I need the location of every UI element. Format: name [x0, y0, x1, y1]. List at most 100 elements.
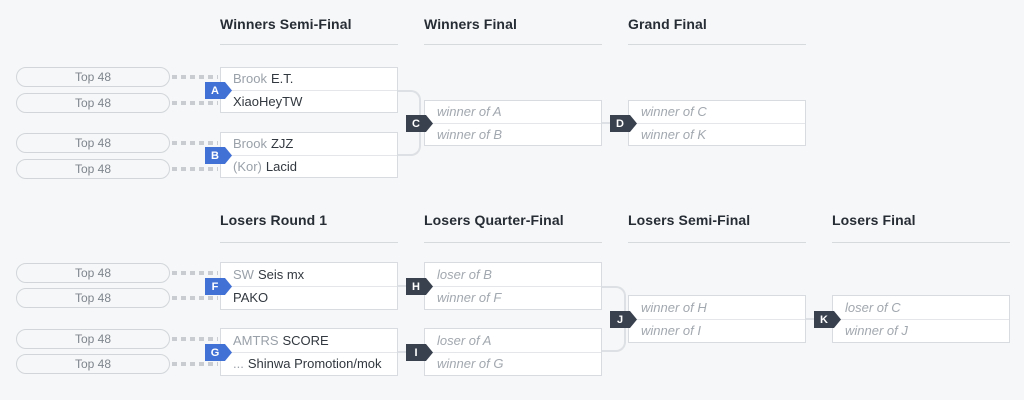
team-prefix: AMTRS — [233, 332, 279, 348]
seed-pill[interactable]: Top 48 — [16, 133, 170, 153]
tbd-slot: winner of H — [629, 296, 805, 319]
player-name: ZJZ — [270, 136, 294, 152]
slot-placeholder: winner of A — [437, 104, 502, 120]
seed-pill[interactable]: Top 48 — [16, 354, 170, 374]
slot-placeholder: winner of H — [641, 299, 707, 315]
match-badge-I: I — [406, 344, 433, 361]
slot-placeholder: winner of G — [437, 356, 504, 372]
tbd-slot: winner of I — [629, 318, 805, 343]
seed-connector-dashes — [172, 75, 218, 79]
match-badge-F: F — [205, 278, 232, 295]
team-prefix: SW — [233, 266, 254, 282]
seed-pill[interactable]: Top 48 — [16, 93, 170, 113]
slot-placeholder: loser of B — [437, 266, 492, 282]
seed-connector-dashes — [172, 141, 218, 145]
player-slot[interactable]: Brook E.T. — [221, 68, 397, 90]
slot-placeholder: winner of J — [845, 323, 908, 339]
seed-connector-dashes — [172, 337, 218, 341]
slot-placeholder: winner of B — [437, 126, 503, 142]
match-A: Brook E.T. XiaoHeyTW — [220, 67, 398, 113]
match-J: winner of H winner of I — [628, 295, 806, 343]
player-name: Lacid — [265, 158, 297, 174]
seed-pill[interactable]: Top 48 — [16, 329, 170, 349]
round-divider — [424, 242, 602, 243]
round-title-winners-semi-final: Winners Semi-Final — [220, 16, 352, 32]
player-slot[interactable]: ... Shinwa Promotion/mok — [221, 351, 397, 376]
bracket-connector — [602, 286, 626, 319]
tbd-slot: winner of A — [425, 101, 601, 123]
round-title-winners-final: Winners Final — [424, 16, 517, 32]
team-prefix: Brook — [233, 136, 267, 152]
slot-placeholder: winner of C — [641, 104, 707, 120]
match-badge-H: H — [406, 278, 433, 295]
match-K: loser of C winner of J — [832, 295, 1010, 343]
tbd-slot: winner of J — [833, 318, 1009, 343]
round-divider — [628, 242, 806, 243]
round-divider — [628, 44, 806, 45]
match-badge-B: B — [205, 147, 232, 164]
tbd-slot: winner of B — [425, 122, 601, 146]
round-divider — [220, 44, 398, 45]
match-G: AMTRS SCORE ... Shinwa Promotion/mok — [220, 328, 398, 376]
player-slot[interactable]: XiaoHeyTW — [221, 89, 397, 113]
player-name: Shinwa Promotion/mok — [247, 356, 382, 372]
slot-placeholder: winner of F — [437, 290, 502, 306]
match-D: winner of C winner of K — [628, 100, 806, 146]
match-badge-A: A — [205, 82, 232, 99]
bracket-connector — [602, 319, 626, 352]
seed-pill[interactable]: Top 48 — [16, 263, 170, 283]
seed-connector-dashes — [172, 101, 218, 105]
match-B: Brook ZJZ (Kor) Lacid — [220, 132, 398, 178]
match-badge-C: C — [406, 115, 433, 132]
tbd-slot: winner of G — [425, 351, 601, 376]
player-slot[interactable]: SW Seis mx — [221, 263, 397, 286]
match-badge-K: K — [814, 311, 841, 328]
round-title-losers-semi-final: Losers Semi-Final — [628, 212, 751, 228]
player-slot[interactable]: AMTRS SCORE — [221, 329, 397, 352]
round-title-losers-quarter-final: Losers Quarter-Final — [424, 212, 564, 228]
seed-connector-dashes — [172, 296, 218, 300]
match-badge-D: D — [610, 115, 637, 132]
player-slot[interactable]: PAKO — [221, 285, 397, 310]
player-name: XiaoHeyTW — [233, 93, 303, 109]
seed-connector-dashes — [172, 362, 218, 366]
match-C: winner of A winner of B — [424, 100, 602, 146]
round-divider — [832, 242, 1010, 243]
match-H: loser of B winner of F — [424, 262, 602, 310]
player-name: SCORE — [282, 332, 329, 348]
player-name: PAKO — [233, 290, 269, 306]
slot-placeholder: winner of I — [641, 323, 701, 339]
round-title-losers-final: Losers Final — [832, 212, 916, 228]
slot-placeholder: winner of K — [641, 126, 707, 142]
player-slot[interactable]: (Kor) Lacid — [221, 154, 397, 178]
tbd-slot: winner of C — [629, 101, 805, 123]
match-I: loser of A winner of G — [424, 328, 602, 376]
round-divider — [220, 242, 398, 243]
bracket-connector — [397, 123, 421, 156]
tbd-slot: winner of F — [425, 285, 601, 310]
tbd-slot: loser of B — [425, 263, 601, 286]
seed-connector-dashes — [172, 167, 218, 171]
player-name: E.T. — [270, 71, 294, 87]
team-prefix: (Kor) — [233, 158, 262, 174]
tbd-slot: loser of C — [833, 296, 1009, 319]
tbd-slot: loser of A — [425, 329, 601, 352]
tbd-slot: winner of K — [629, 122, 805, 146]
round-title-grand-final: Grand Final — [628, 16, 707, 32]
player-slot[interactable]: Brook ZJZ — [221, 133, 397, 155]
seed-pill[interactable]: Top 48 — [16, 159, 170, 179]
match-badge-J: J — [610, 311, 637, 328]
team-prefix: ... — [233, 356, 244, 372]
slot-placeholder: loser of A — [437, 332, 492, 348]
player-name: Seis mx — [257, 266, 305, 282]
seed-connector-dashes — [172, 271, 218, 275]
match-F: SW Seis mx PAKO — [220, 262, 398, 310]
bracket-connector — [397, 90, 421, 123]
seed-pill[interactable]: Top 48 — [16, 288, 170, 308]
seed-pill[interactable]: Top 48 — [16, 67, 170, 87]
round-title-losers-round-1: Losers Round 1 — [220, 212, 328, 228]
match-badge-G: G — [205, 344, 232, 361]
slot-placeholder: loser of C — [845, 299, 901, 315]
team-prefix: Brook — [233, 71, 267, 87]
